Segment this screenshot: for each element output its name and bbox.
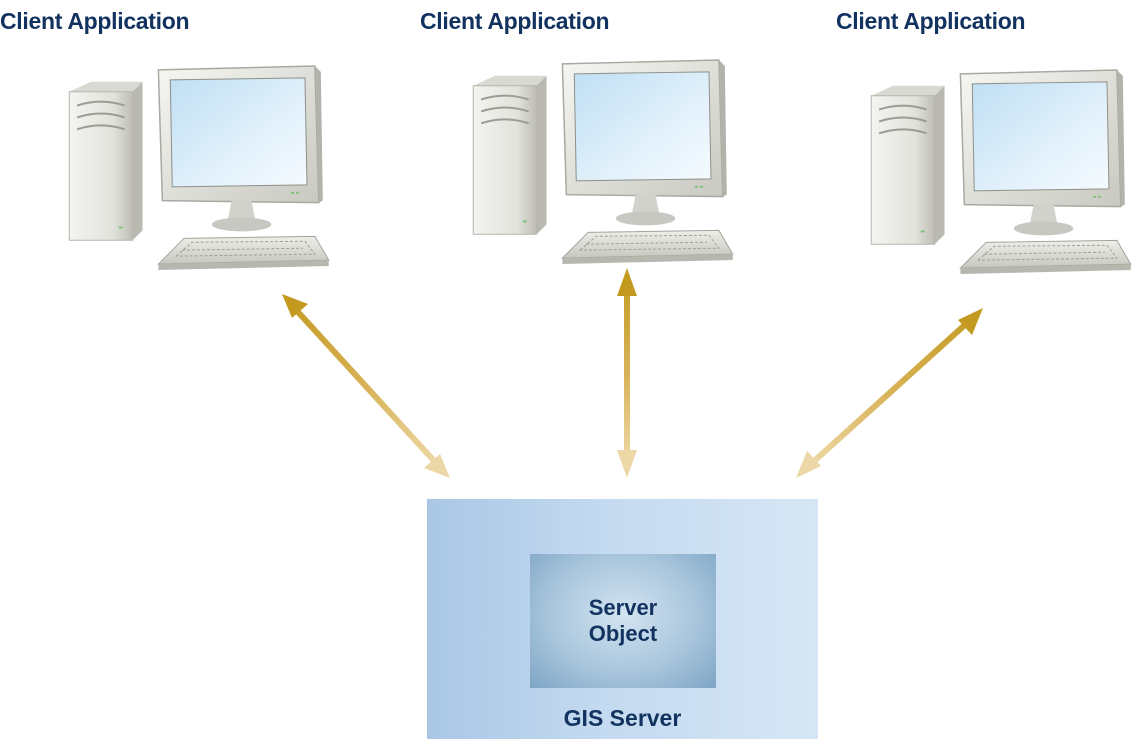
server-object-label: Server Object — [588, 595, 658, 646]
server-object-box: Server Object — [530, 554, 716, 688]
double-arrow-center — [617, 268, 637, 478]
client-application-label-center: Client Application — [420, 8, 610, 34]
gis-server-box: Server Object GIS Server — [427, 499, 818, 739]
client-application-label-right: Client Application — [836, 8, 1026, 34]
double-arrow-right — [796, 308, 983, 478]
client-application-label-left: Client Application — [0, 8, 190, 34]
double-arrow-left — [282, 294, 450, 478]
gis-server-label: GIS Server — [563, 705, 682, 731]
